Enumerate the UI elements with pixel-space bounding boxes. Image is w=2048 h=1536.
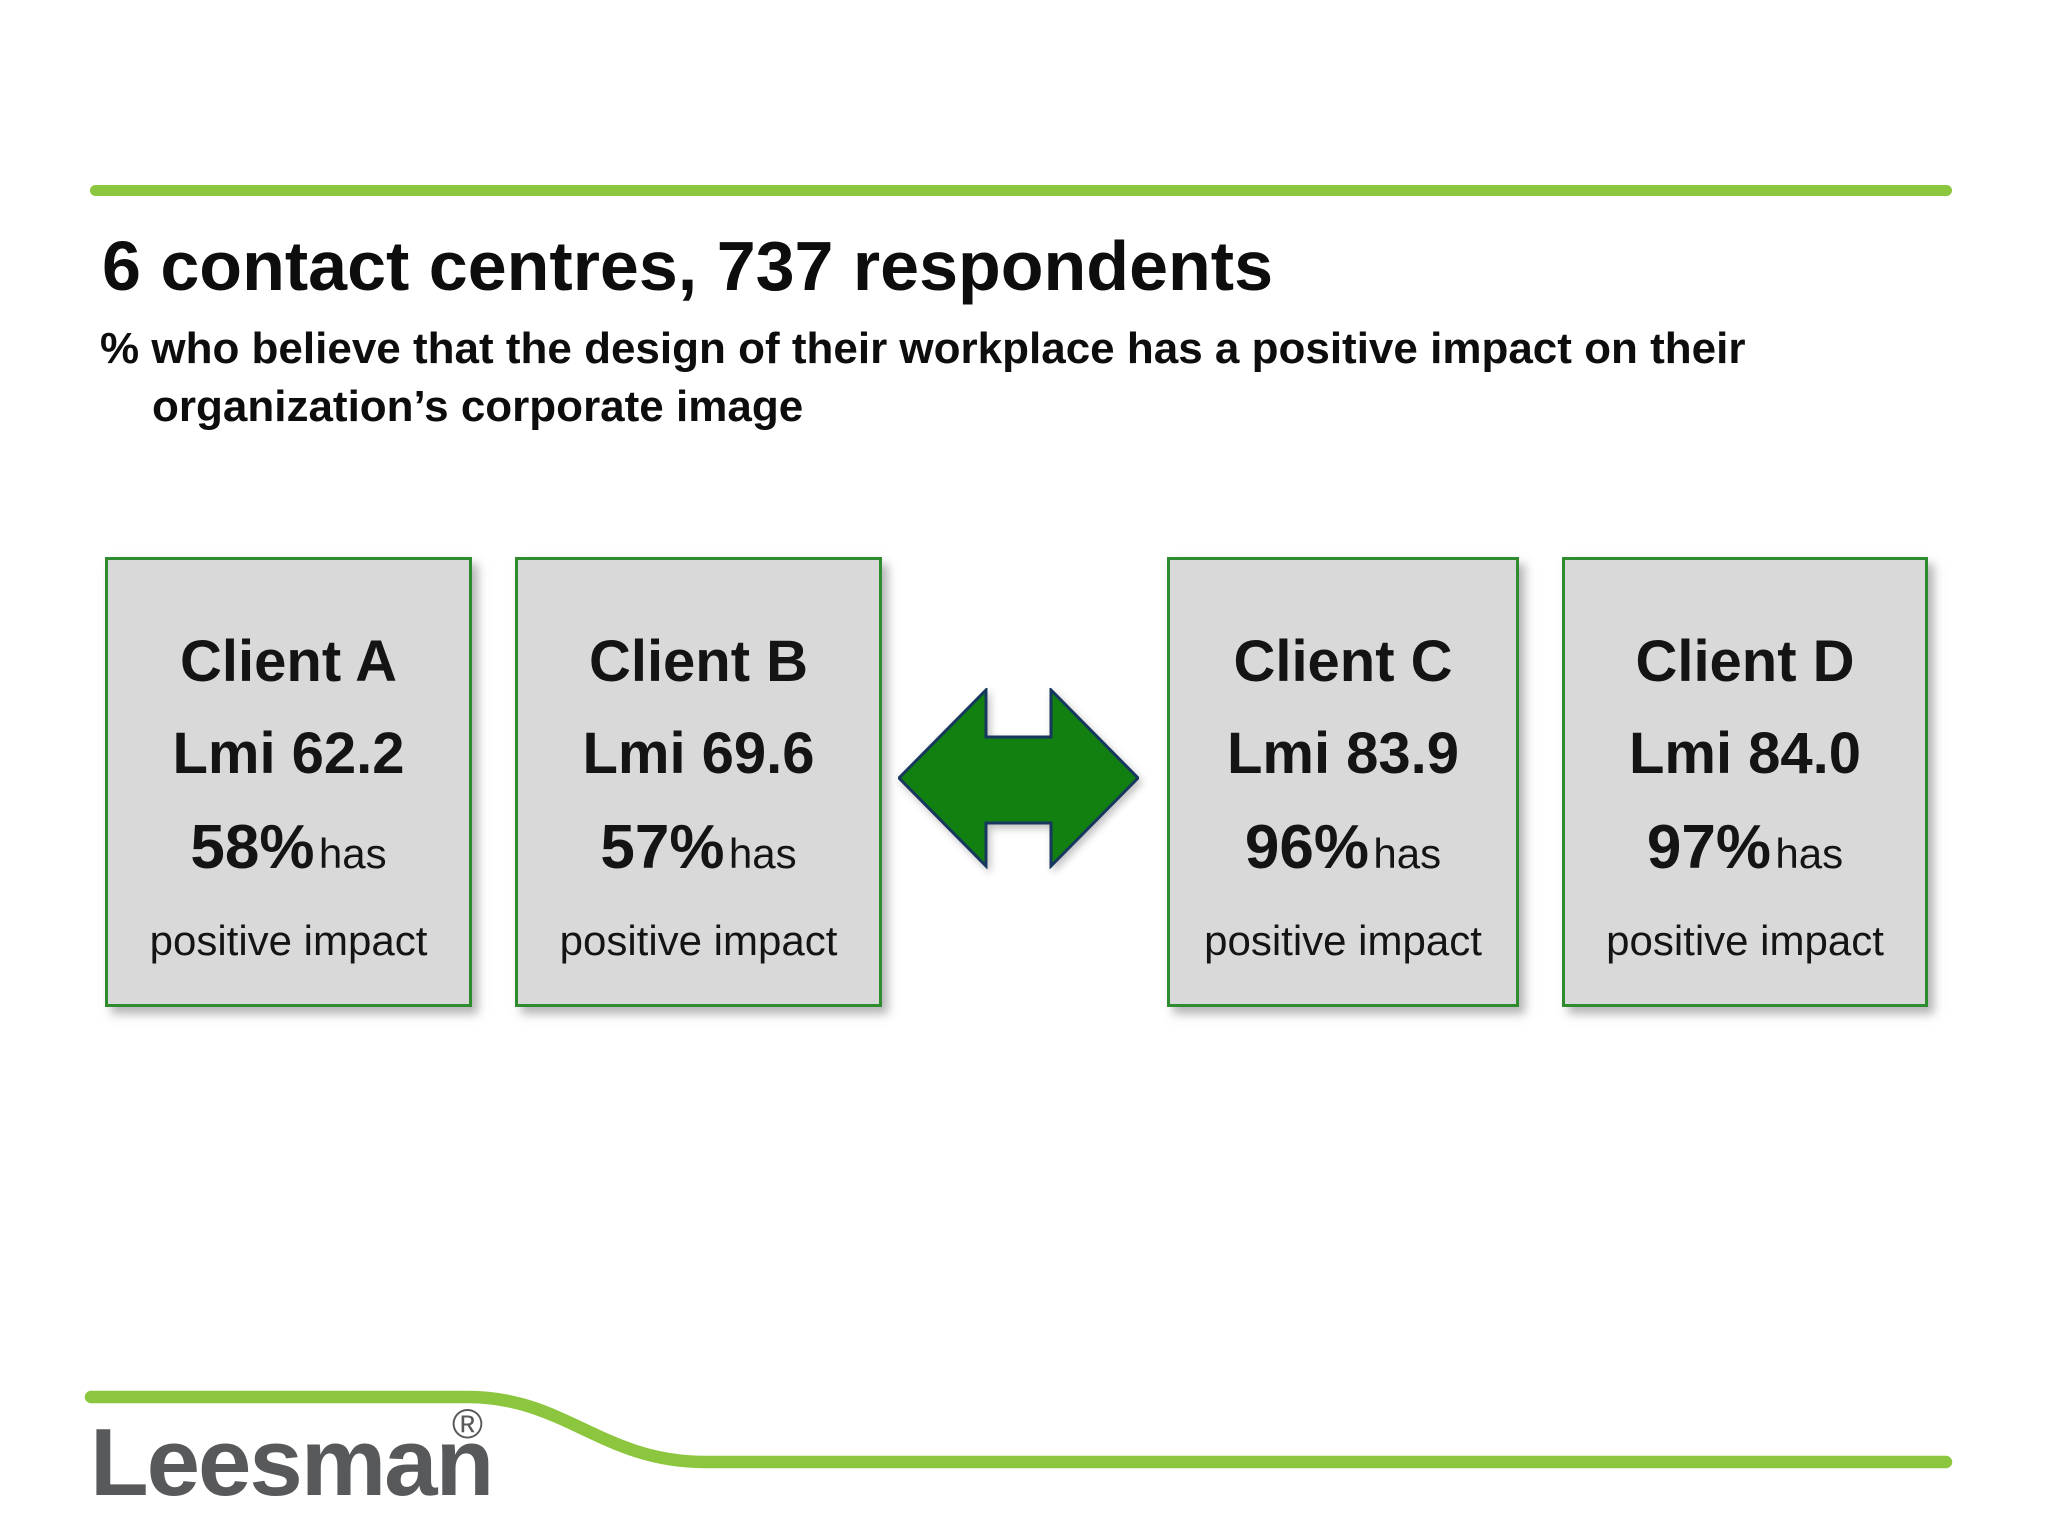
client-lmi-score: Lmi 69.6 [582, 721, 815, 786]
client-percent-suffix: has [728, 830, 797, 877]
client-name: Client B [588, 629, 809, 694]
client-percent-suffix: has [1373, 830, 1442, 877]
client-percent-suffix: has [1775, 830, 1844, 877]
client-percent-suffix: has [318, 830, 387, 877]
client-c-card: Client C Lmi 83.9 96% has positive impac… [1167, 557, 1519, 1007]
comparison-double-arrow [896, 686, 1141, 870]
client-percent: 58% [190, 813, 315, 882]
client-percent: 57% [600, 813, 725, 882]
client-percent-line: 58% has [108, 800, 469, 912]
client-percent-line: 97% has [1565, 800, 1925, 912]
top-divider-line [90, 185, 1952, 196]
client-name: Client C [1233, 629, 1453, 694]
page-subtitle: % who believe that the design of their w… [100, 320, 2000, 436]
client-percent: 97% [1646, 813, 1771, 882]
client-d-card: Client D Lmi 84.0 97% has positive impac… [1562, 557, 1928, 1007]
client-impact-label: positive impact [149, 917, 428, 964]
client-lmi-score: Lmi 62.2 [172, 721, 405, 786]
page-title: 6 contact centres, 737 respondents [102, 227, 1273, 305]
client-impact-label: positive impact [1204, 917, 1482, 964]
client-lmi-score: Lmi 83.9 [1226, 721, 1460, 786]
client-a-card: Client A Lmi 62.2 58% has positive impac… [105, 557, 472, 1007]
subtitle-line-2: organization’s corporate image [152, 382, 804, 431]
client-impact-label: positive impact [1606, 917, 1884, 964]
client-name: Client D [1635, 629, 1855, 694]
client-impact-label: positive impact [559, 917, 838, 964]
registered-trademark-icon: ® [452, 1400, 483, 1447]
double-arrow-icon [896, 686, 1141, 870]
client-percent-line: 57% has [518, 800, 879, 912]
client-lmi-score: Lmi 84.0 [1628, 721, 1862, 786]
client-percent-line: 96% has [1170, 800, 1516, 912]
client-percent: 96% [1244, 813, 1369, 882]
subtitle-line-1: % who believe that the design of their w… [100, 324, 1746, 373]
leesman-logo: Leesman [90, 1409, 494, 1516]
client-name: Client A [180, 629, 397, 694]
client-b-card: Client B Lmi 69.6 57% has positive impac… [515, 557, 882, 1007]
